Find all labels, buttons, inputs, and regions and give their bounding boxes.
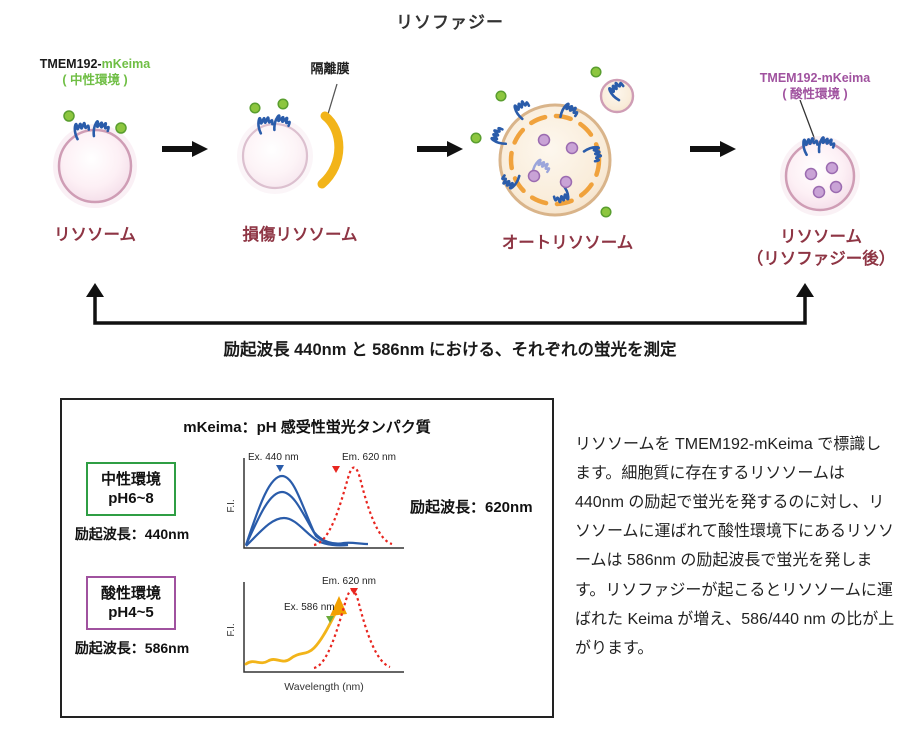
arrow-right-icon — [417, 141, 463, 157]
panel-title: mKeima：pH 感受性蛍光タンパク質 — [183, 419, 431, 436]
em-marker-icon — [332, 466, 340, 473]
x-axis-label: Wavelength (nm) — [284, 681, 364, 693]
tmem192-protein-icon — [73, 120, 110, 141]
stage1-env-text: ( 中性環境 ) — [62, 73, 128, 88]
ex-label: Ex. 440 nm — [248, 452, 299, 463]
tag-pointer-line — [799, 100, 816, 141]
isolation-membrane-label: 隔離膜 — [310, 61, 350, 76]
damaged-lysosome-graphic — [237, 83, 344, 194]
acidic-env-box: 酸性環境 pH4~5 — [86, 576, 176, 630]
acidic-spectrum-chart: F.I. Em. 620 nm Ex. 586 nm Wavelength (n… — [226, 576, 404, 693]
ex-marker-icon — [326, 616, 334, 623]
ex-label: Ex. 586 nm — [284, 602, 335, 613]
neutral-excitation-label: 励起波長：440nm — [74, 526, 190, 542]
em-marker-icon — [350, 588, 358, 595]
measurement-note: 励起波長 440nm と 586nm における、それぞれの蛍光を測定 — [223, 341, 677, 359]
arrow-up-icon — [86, 283, 104, 297]
emission-wavelength-label: 励起波長：620nm — [410, 499, 533, 516]
neutral-env-line1: 中性環境 — [100, 470, 161, 488]
stage4-tag: TMEM192-mKeima ( 酸性環境 ) — [740, 70, 890, 103]
page-title: リソファジー — [396, 13, 504, 32]
acidic-env-line1: 酸性環境 — [100, 584, 161, 602]
engulfed-protein-icon — [531, 158, 551, 174]
axes — [243, 458, 404, 549]
mkeima-panel: mKeima：pH 感受性蛍光タンパク質 中性環境 pH6~8 励起波長：440… — [60, 398, 554, 718]
autolysosome-graphic — [470, 66, 635, 218]
acidic-excitation-curve — [244, 608, 339, 666]
isolation-membrane-icon — [317, 111, 344, 189]
tmem192-protein-icon — [490, 81, 625, 204]
ex-marker-icon — [276, 465, 284, 472]
emission-spectrum-curve — [313, 466, 393, 547]
acidic-excitation-label: 励起波長：586nm — [74, 640, 190, 656]
mkeima-neutral-icon — [470, 66, 612, 218]
emission-spectrum-curve — [313, 589, 391, 670]
stage1-tag-line1: TMEM192-mKeima — [10, 56, 180, 72]
lysosome-after-graphic — [780, 100, 860, 216]
acidic-env-line2: pH4~5 — [108, 604, 154, 621]
stage1-label: リソソーム — [53, 226, 136, 244]
arrow-right-icon — [690, 141, 736, 157]
arrow-up-icon — [796, 283, 814, 297]
neutral-spectrum-chart: F.I. Ex. 440 nm Em. 620 nm — [226, 452, 404, 549]
tmem192-protein-icon — [802, 136, 836, 157]
mkeima-neutral-icon — [249, 98, 289, 114]
stage4-label-line2: （リソファジー後） — [746, 250, 896, 269]
mkeima-acidic-icon — [804, 161, 843, 199]
annotation-pointer-line — [327, 83, 338, 115]
y-axis-label: F.I. — [226, 499, 237, 512]
em-label: Em. 620 nm — [342, 452, 396, 463]
mkeima-neutral-text: mKeima — [101, 57, 151, 71]
lysosome-graphic — [53, 110, 137, 208]
stage3-label: オートリソソーム — [501, 234, 634, 252]
y-axis-label: F.I. — [226, 623, 237, 636]
mkeima-acidic-icon — [527, 133, 579, 189]
axes — [243, 582, 404, 673]
stage4-tag-line1: TMEM192-mKeima — [759, 71, 871, 85]
tmem192-text: TMEM192- — [39, 57, 102, 71]
mkeima-neutral-icon — [63, 110, 127, 134]
neutral-env-line2: pH6~8 — [108, 490, 154, 507]
stage2-label: 損傷リソソーム — [242, 226, 358, 244]
autolysosome-body — [498, 103, 612, 217]
neutral-env-box: 中性環境 pH6~8 — [86, 462, 176, 516]
em-label: Em. 620 nm — [322, 576, 376, 587]
tmem192-protein-icon — [257, 114, 291, 135]
lysosome-body — [241, 122, 309, 190]
lysosome-body — [57, 128, 133, 204]
feedback-arrow — [86, 283, 814, 325]
stage4-label: リソソーム （リソファジー後） — [742, 226, 900, 271]
stage1-tag: TMEM192-mKeima ( 中性環境 ) — [10, 56, 180, 89]
excitation-spectra-curves — [244, 474, 369, 547]
stage4-env-text: ( 酸性環境 ) — [782, 87, 848, 102]
stage4-label-line1: リソソーム — [779, 228, 862, 246]
description-text: リソソームを TMEM192-mKeima で標識します。細胞質に存在するリソソ… — [575, 436, 895, 657]
curve-arrow-icon — [330, 596, 347, 616]
arrow-right-icon — [162, 141, 208, 157]
